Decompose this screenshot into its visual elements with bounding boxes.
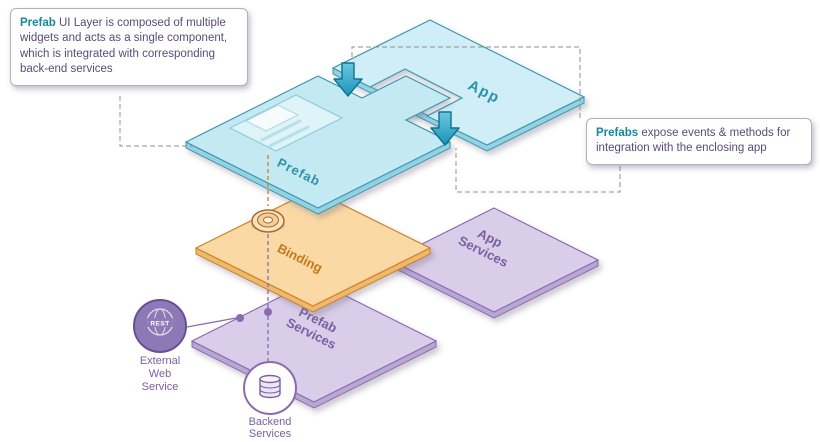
- down-arrow-icon-lower: [430, 111, 460, 146]
- app-plane: App: [331, 19, 586, 152]
- leader-prefab-ui-callout: [119, 96, 196, 147]
- widget-line-2: [268, 125, 310, 148]
- connector-external-service-to-prefab-services: [186, 317, 237, 328]
- database-icon: [259, 374, 281, 399]
- callout-prefab-events: Prefabs expose events & methods for inte…: [586, 118, 812, 165]
- callout-prefab-ui-lead: Prefab: [20, 17, 56, 29]
- external-web-service-label-line1: External: [140, 355, 180, 367]
- widget-frame: [228, 94, 344, 152]
- widget-thumbnail: [228, 94, 344, 152]
- binding-coin-icon: [251, 209, 285, 233]
- callout-prefab-ui: Prefab UI Layer is composed of multiple …: [10, 8, 248, 86]
- backend-services-label-line2: Services: [249, 428, 292, 440]
- globe-icon: REST: [144, 308, 176, 336]
- external-web-service-node: REST External Web Service: [133, 299, 187, 393]
- leader-events-callout-lower: [455, 148, 621, 193]
- callout-prefab-events-lead: Prefabs: [596, 127, 639, 139]
- leader-events-callout-upper: [351, 46, 581, 118]
- prefab-plane-face: [184, 75, 452, 209]
- prefab-plane: Prefab: [184, 75, 452, 215]
- app-services-plane: App Services: [388, 207, 600, 319]
- backend-services-node: Backend Services: [243, 361, 297, 440]
- widget-inner-card: [244, 104, 300, 132]
- anchor-dot-external: [236, 314, 244, 322]
- down-arrow-icon-upper: [333, 62, 363, 97]
- rest-badge-band: [144, 318, 176, 327]
- external-web-service-label-line2: Web: [149, 368, 171, 380]
- app-services-plane-face: [388, 207, 600, 313]
- backend-services-label-line1: Backend: [249, 416, 292, 428]
- callout-prefab-ui-body: UI Layer is composed of multiple widgets…: [20, 17, 228, 76]
- external-web-service-label-line3: Service: [142, 381, 179, 393]
- callout-prefab-events-body: expose events & methods for integration …: [596, 127, 791, 155]
- anchor-dot-backend: [264, 308, 272, 316]
- rest-badge-label: REST: [150, 321, 169, 328]
- widget-line-1: [260, 119, 302, 142]
